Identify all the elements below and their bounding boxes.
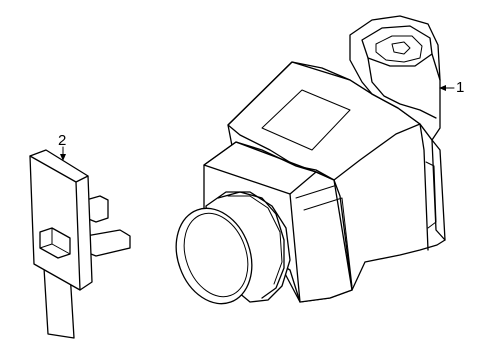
sensor-lens-face-rim bbox=[183, 212, 249, 298]
bracket-plate-edge bbox=[29, 155, 89, 291]
sensor-connector-socket bbox=[375, 35, 423, 63]
callout-label-1: 1 bbox=[456, 79, 465, 96]
sensor-lens-ring-1 bbox=[217, 191, 285, 299]
sensor-connector-neck bbox=[367, 53, 441, 119]
bracket-plate bbox=[29, 149, 93, 291]
sensor-side-rib bbox=[425, 161, 437, 229]
sensor-connector-pin bbox=[391, 41, 411, 55]
sensor-front-block-inner bbox=[295, 185, 353, 287]
part-1-sensor bbox=[175, 15, 455, 305]
sensor-top-face bbox=[227, 61, 421, 181]
sensor-lens-ring-2 bbox=[227, 195, 283, 285]
part-2-bracket bbox=[29, 146, 131, 339]
bracket-lower-tab bbox=[85, 229, 131, 257]
callout-2-arrowhead bbox=[60, 154, 66, 161]
callout-label-2: 2 bbox=[58, 132, 67, 149]
callout-1-arrowhead bbox=[439, 85, 446, 91]
sensor-front-block-edge bbox=[289, 171, 353, 303]
bracket-window-inner bbox=[39, 227, 71, 255]
sensor-side-face bbox=[419, 123, 446, 251]
sensor-top-label-area bbox=[261, 89, 351, 151]
